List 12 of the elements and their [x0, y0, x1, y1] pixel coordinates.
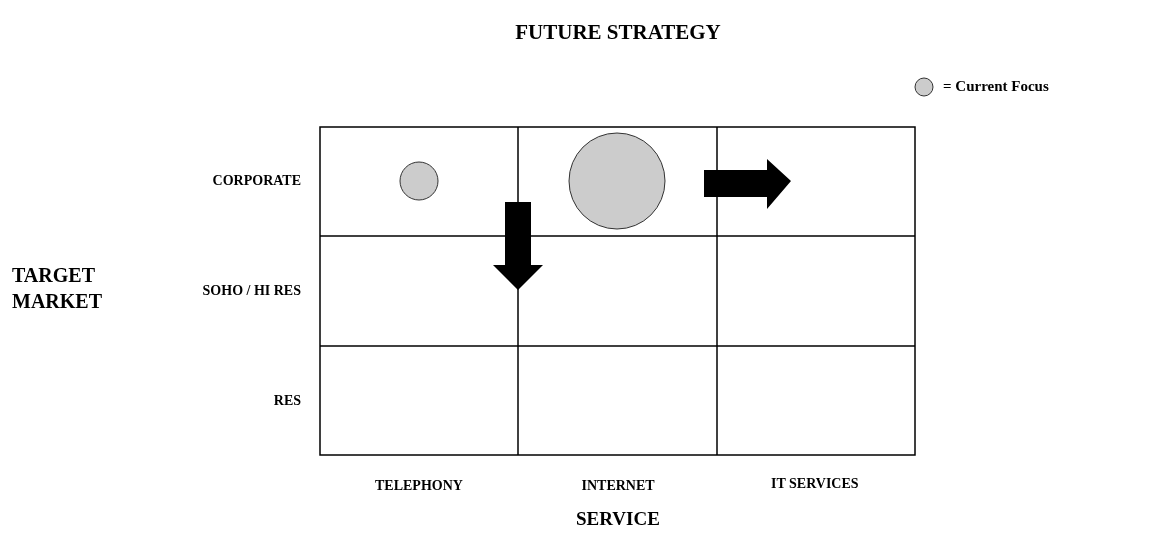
legend-label: = Current Focus: [943, 78, 1049, 95]
diagram-title: FUTURE STRATEGY: [514, 20, 722, 45]
axis-title: TARGET MARKET: [12, 263, 103, 314]
row-label: RES: [273, 393, 301, 409]
column-label: INTERNET: [581, 478, 655, 494]
column-label: IT SERVICES: [771, 476, 859, 492]
axis-title: SERVICE: [576, 508, 660, 530]
focus-circle: [568, 132, 666, 230]
row-label: SOHO / HI RES: [202, 283, 301, 299]
focus-circle: [399, 161, 439, 201]
column-label: TELEPHONY: [375, 478, 463, 494]
row-label: CORPORATE: [212, 173, 301, 189]
